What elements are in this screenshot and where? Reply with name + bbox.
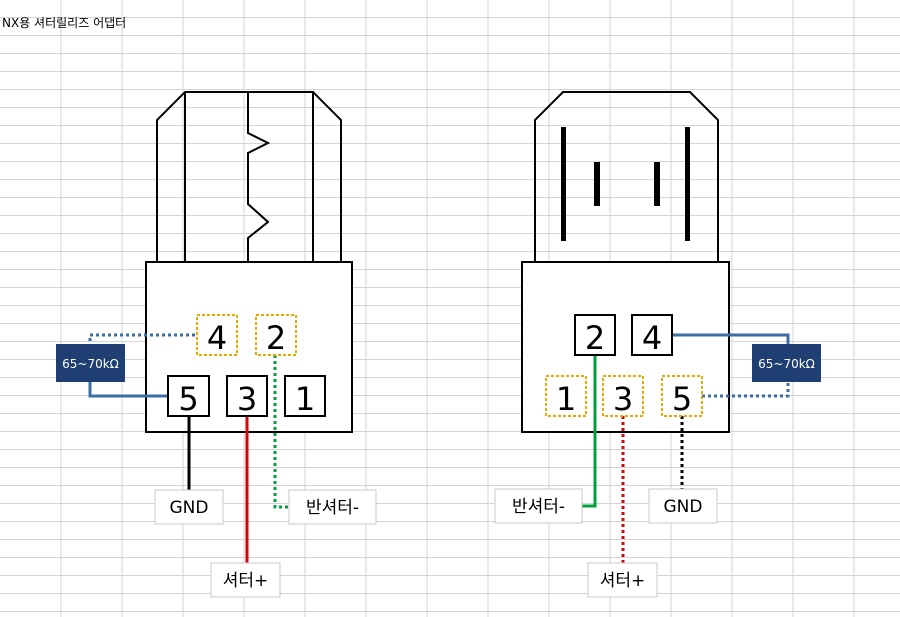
left-pin-4: 4 [196, 314, 238, 357]
right-shutter-label: 셔터+ [587, 562, 658, 598]
right-resistor-wire-top [672, 333, 790, 345]
right-pin-3-label: 3 [613, 380, 633, 418]
left-pin-5: 5 [167, 375, 210, 418]
left-pin-2-label: 2 [266, 319, 286, 357]
left-pin-4-label: 4 [207, 319, 227, 357]
right-gnd-label: GND [648, 488, 718, 524]
right-resistor-label: 65~70kΩ [758, 357, 815, 371]
left-resistor: 65~70kΩ [56, 344, 125, 382]
left-shutter-text: 셔터+ [223, 571, 269, 591]
right-connector: 2 4 1 3 5 65~70kΩ 반셔터- GND [494, 91, 821, 598]
right-pin-5-label: 5 [672, 380, 692, 418]
left-resistor-label: 65~70kΩ [62, 357, 119, 371]
left-half-shutter-wire [273, 355, 290, 509]
left-pin-3-label: 3 [237, 380, 257, 418]
right-half-shutter-text: 반셔터- [512, 497, 565, 517]
left-resistor-wire-bottom [88, 381, 168, 398]
left-half-shutter-text: 반셔터- [306, 498, 359, 518]
right-resistor-wire-bottom [702, 382, 790, 398]
right-pin-4: 4 [631, 314, 673, 357]
right-resistor: 65~70kΩ [752, 344, 821, 382]
right-pin-4-label: 4 [642, 319, 662, 357]
left-connector: 4 2 5 3 1 65~70kΩ GND 반셔터- [56, 91, 377, 598]
right-pin-3: 3 [602, 375, 644, 418]
right-pin-5: 5 [661, 375, 703, 418]
right-shutter-text: 셔터+ [600, 571, 646, 591]
left-pin-1-label: 1 [295, 380, 315, 418]
left-pin-3: 3 [226, 375, 268, 418]
left-pin-5-label: 5 [178, 380, 198, 418]
right-pin-2-label: 2 [585, 319, 605, 357]
left-pin-2: 2 [255, 314, 297, 357]
left-shutter-label: 셔터+ [210, 562, 281, 598]
right-gnd-text: GND [664, 497, 703, 517]
left-half-shutter-label: 반셔터- [288, 489, 377, 525]
left-gnd-text: GND [170, 498, 209, 518]
sheet-title: NX용 셔터릴리즈 어댑터 [2, 16, 127, 30]
right-pin-1-label: 1 [556, 380, 576, 418]
right-half-shutter-label: 반셔터- [494, 488, 583, 524]
right-pin-1: 1 [545, 375, 587, 418]
left-pin-1: 1 [284, 375, 326, 418]
socket-connector-icon [534, 91, 719, 262]
plug-connector-icon [156, 91, 342, 262]
left-gnd-label: GND [154, 489, 224, 525]
right-pin-2: 2 [574, 314, 616, 357]
right-half-shutter-wire [582, 355, 597, 508]
